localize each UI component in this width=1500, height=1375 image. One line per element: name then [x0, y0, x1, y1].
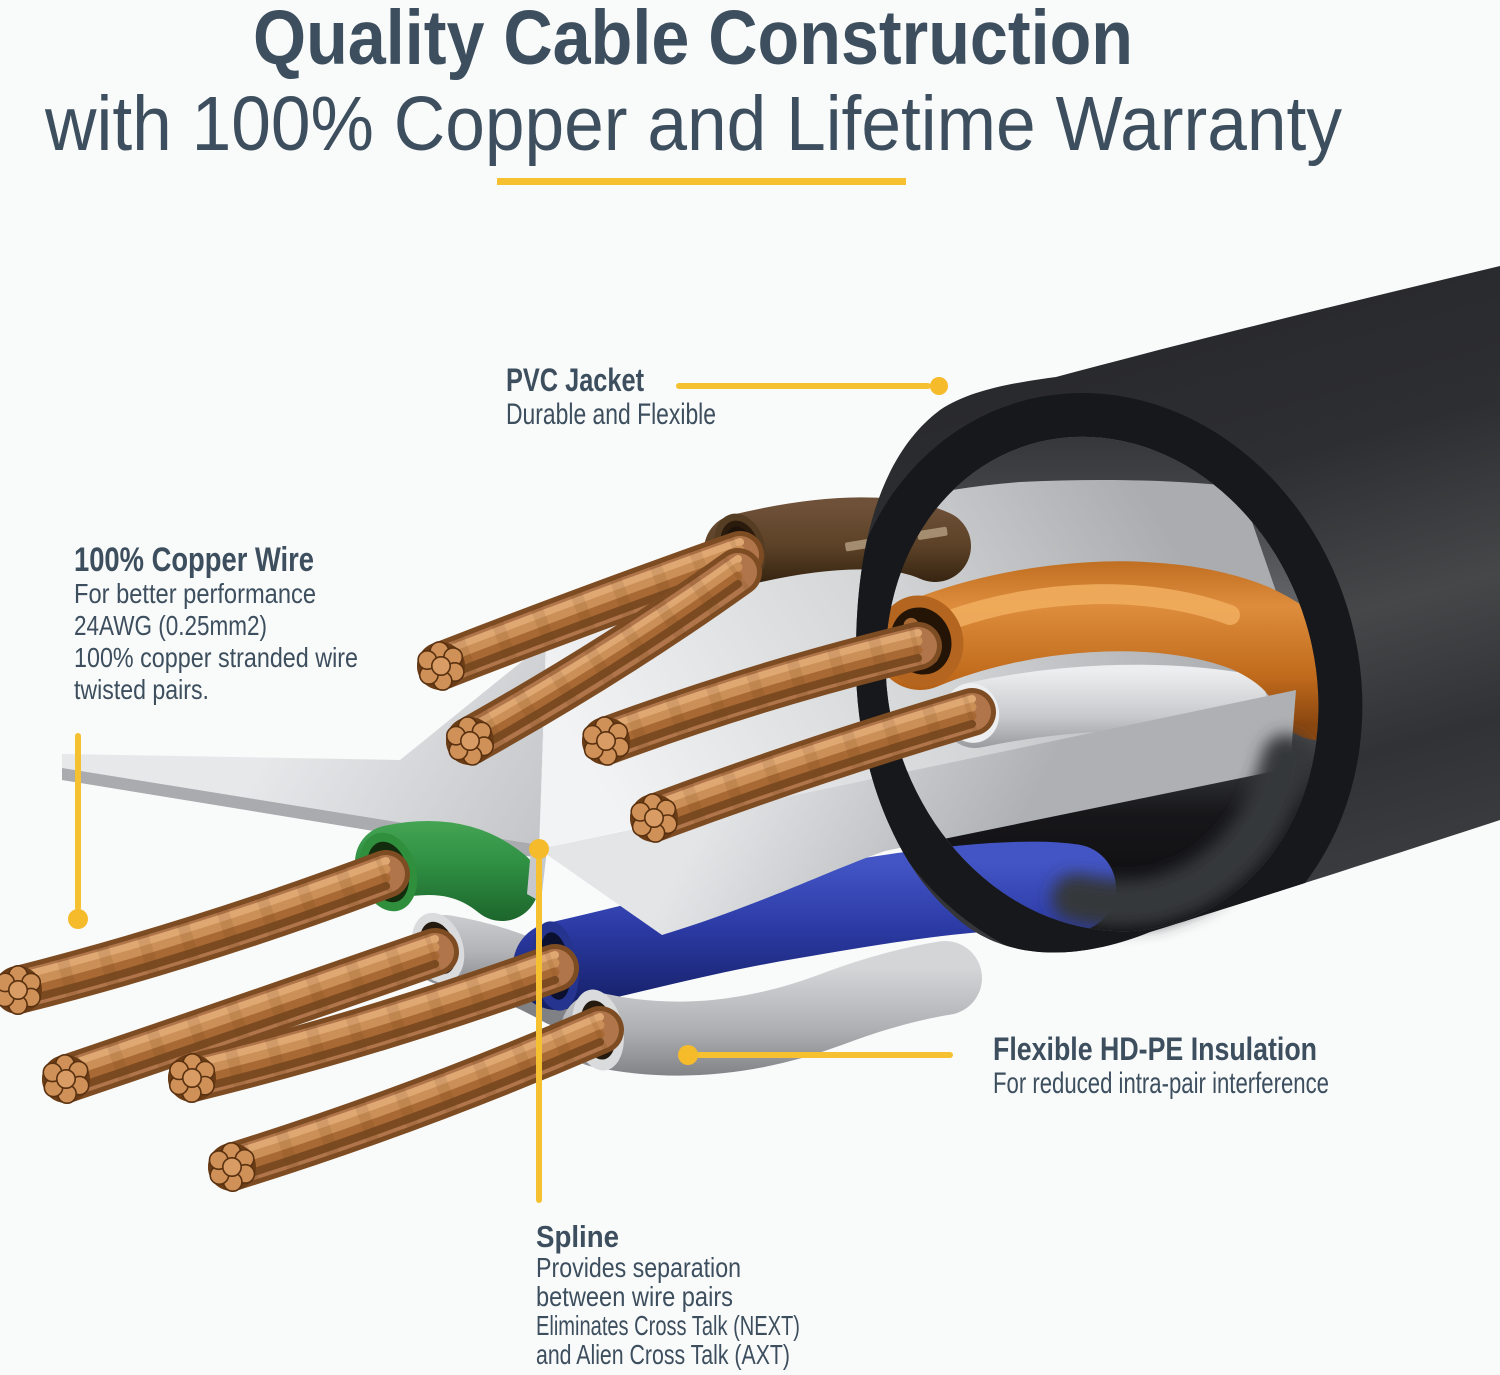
svg-text:For better performance: For better performance	[74, 578, 316, 609]
svg-text:and Alien Cross Talk (AXT): and Alien Cross Talk (AXT)	[536, 1339, 790, 1370]
svg-text:Eliminates Cross Talk (NEXT): Eliminates Cross Talk (NEXT)	[536, 1310, 800, 1341]
svg-text:between wire pairs: between wire pairs	[536, 1281, 733, 1312]
svg-text:For reduced intra-pair interfe: For reduced intra-pair interference	[993, 1067, 1329, 1100]
svg-text:Durable and Flexible: Durable and Flexible	[506, 398, 716, 431]
svg-text:Spline: Spline	[536, 1219, 619, 1254]
svg-text:100% Copper Wire: 100% Copper Wire	[74, 541, 314, 579]
svg-text:with 100% Copper and Lifetime: with 100% Copper and Lifetime Warranty	[44, 81, 1342, 167]
svg-text:100% copper stranded wire: 100% copper stranded wire	[74, 642, 358, 673]
svg-text:24AWG (0.25mm2): 24AWG (0.25mm2)	[74, 610, 267, 641]
svg-text:Provides separation: Provides separation	[536, 1252, 741, 1283]
svg-text:PVC Jacket: PVC Jacket	[506, 362, 644, 398]
svg-text:Quality Cable Construction: Quality Cable Construction	[253, 0, 1133, 81]
svg-text:Flexible HD-PE Insulation: Flexible HD-PE Insulation	[993, 1031, 1317, 1067]
svg-text:twisted pairs.: twisted pairs.	[74, 674, 209, 705]
